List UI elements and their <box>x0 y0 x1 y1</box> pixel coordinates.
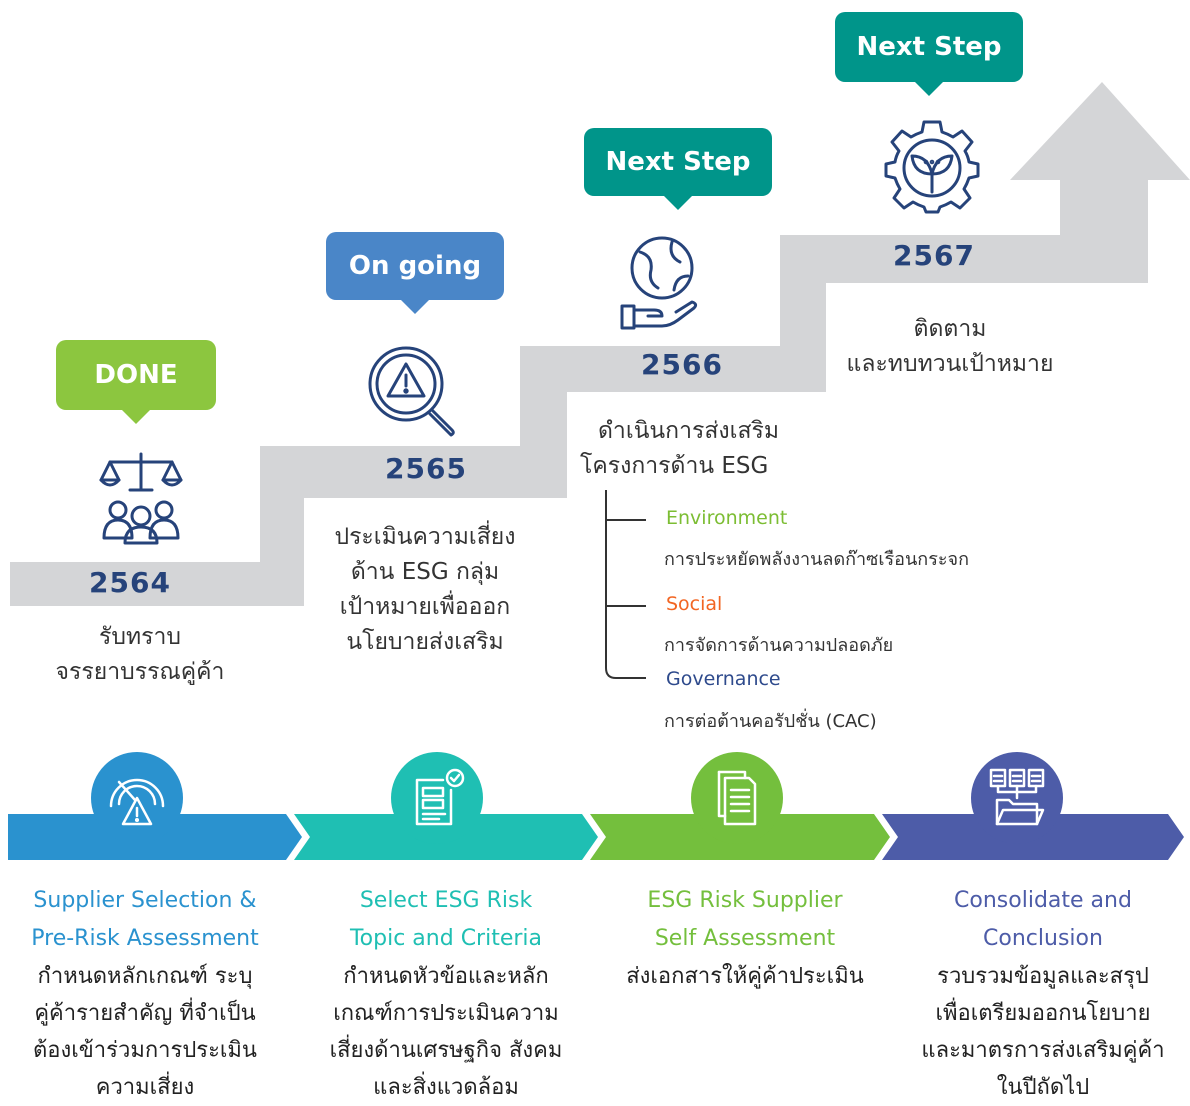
status-badge-done: DONE <box>56 340 216 424</box>
stage-2564-description: รับทราบจรรยาบรรณคู่ค้า <box>55 624 225 685</box>
process-2-text: Select ESG Risk Topic and Criteria กำหนด… <box>329 888 563 1100</box>
stage-2567-description: ติดตามและทบทวนเป้าหมาย <box>846 316 1054 377</box>
esg-governance-text: การต่อต้านคอรัปชั่น (CAC) <box>664 711 877 732</box>
gear-leaf-icon <box>884 120 980 214</box>
hand-globe-icon <box>620 236 698 330</box>
esg-governance-title: Governance <box>666 668 781 690</box>
gauge-warning-icon <box>109 778 165 826</box>
process-1-circle <box>91 752 183 844</box>
year-2566: 2566 <box>641 348 723 381</box>
esg-environment-title: Environment <box>666 507 788 529</box>
stage-2565-description: ประเมินความเสี่ยงด้าน ESG กลุ่ม เป้าหมาย… <box>334 524 516 655</box>
process-3-circle <box>691 752 783 844</box>
magnifier-warning-icon <box>368 346 455 437</box>
folder-files-icon <box>989 768 1045 826</box>
esg-social-text: การจัดการด้านความปลอดภัย <box>664 635 894 656</box>
year-2564: 2564 <box>89 566 171 599</box>
staircase-arrow <box>10 82 1190 606</box>
esg-social-title: Social <box>666 593 723 615</box>
documents-icon <box>717 770 757 826</box>
checklist-icon <box>415 768 465 826</box>
year-2565: 2565 <box>385 452 467 485</box>
esg-bracket <box>605 490 646 679</box>
status-badge-next-2567: Next Step <box>835 12 1023 96</box>
process-1-text: Supplier Selection & Pre-Risk Assessment… <box>31 888 259 1100</box>
process-3-text: ESG Risk Supplier Self Assessment ส่งเอก… <box>626 888 864 989</box>
process-4-circle <box>971 752 1063 844</box>
status-badge-next-2566: Next Step <box>584 128 772 210</box>
year-2567: 2567 <box>893 239 975 272</box>
esg-environment-text: การประหยัดพลังงานลดก๊าซเรือนกระจก <box>664 549 969 570</box>
process-4-text: Consolidate and Conclusion รวบรวมข้อมูลแ… <box>921 888 1165 1100</box>
process-2-circle <box>391 752 483 844</box>
stage-2566-description: ดำเนินการส่งเสริมโครงการด้าน ESG <box>580 418 780 479</box>
status-badge-ongoing: On going <box>326 232 504 314</box>
scales-people-icon <box>99 452 183 545</box>
